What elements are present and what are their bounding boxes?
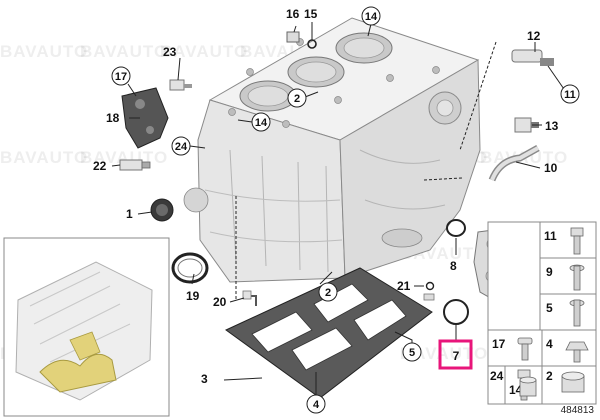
callout-8: 8: [450, 259, 457, 273]
part-gasket-3: [225, 267, 433, 399]
parts-legend: 11 9 5 17 4: [487, 221, 597, 405]
callout-2b: 2: [325, 287, 331, 299]
legend-icon-sleeve-14: [519, 376, 537, 397]
callout-16: 16: [286, 7, 300, 21]
callout-12: 12: [527, 29, 541, 43]
callout-10: 10: [544, 161, 558, 175]
legend-label-2: 2: [546, 369, 553, 383]
document-id: 484813: [560, 405, 594, 416]
legend-label-11: 11: [544, 229, 557, 243]
legend-label-14: 14: [509, 383, 523, 397]
legend-icon-sleeve-2: [561, 371, 585, 393]
callout-14b: 14: [255, 117, 268, 129]
legend-icon-bolt-11: [570, 227, 584, 255]
callout-3: 3: [201, 372, 208, 386]
part-ring-8: [446, 219, 466, 237]
callout-2a: 2: [294, 93, 300, 105]
legend-label-24: 24: [490, 369, 504, 383]
leader-lines: [111, 22, 567, 395]
callout-22: 22: [93, 159, 107, 173]
part-sensor-20: [242, 290, 257, 306]
part-sensor-23: [169, 79, 192, 91]
watermark: BAVAUTO: [0, 42, 89, 61]
callout-11: 11: [564, 89, 576, 101]
inset-engine-view: [3, 237, 170, 417]
legend-label-5: 5: [546, 301, 553, 315]
legend-icon-stud-9: [569, 264, 585, 291]
watermark: BAVAUTO: [80, 42, 169, 61]
callout-1: 1: [126, 207, 133, 221]
watermark: BAVAUTO: [400, 344, 489, 363]
legend-label-4: 4: [546, 337, 553, 351]
part-bracket-18: [121, 87, 169, 149]
callout-15: 15: [304, 7, 318, 21]
callout-17: 17: [115, 71, 127, 83]
legend-label-9: 9: [546, 265, 553, 279]
callout-19: 19: [186, 289, 200, 303]
callouts: 1 2 2 3 4 5 6 7 8 9 10 11 12 13 14 14 15: [93, 6, 580, 414]
callout-7: 7: [453, 349, 460, 363]
callout-20: 20: [213, 295, 227, 309]
part-plug-1: [150, 198, 174, 222]
callout-21: 21: [397, 279, 411, 293]
callout-14a: 14: [365, 11, 378, 23]
part-sensor-12: [511, 49, 554, 66]
callout-24: 24: [175, 141, 188, 153]
callout-23: 23: [163, 45, 177, 59]
legend-icon-screw-17: [517, 337, 533, 361]
part-pipe-10: [488, 144, 540, 182]
callout-5: 5: [409, 347, 415, 359]
part-seal-ring-19: [171, 252, 209, 284]
watermark: BAVAUTO: [0, 148, 89, 167]
callout-4: 4: [313, 399, 320, 411]
highlight-box: [438, 339, 473, 370]
watermark: BAVAUTO: [160, 42, 249, 61]
engine-block: [183, 17, 481, 283]
callout-13: 13: [545, 119, 559, 133]
legend-icon-stud-5: [569, 299, 585, 327]
legend-icon-screw-4: [565, 341, 589, 363]
part-plug-21: [423, 281, 435, 301]
legend-label-17: 17: [492, 337, 506, 351]
part-oring-7: [443, 299, 469, 325]
part-sensor-22: [119, 159, 151, 171]
callout-18: 18: [106, 111, 120, 125]
